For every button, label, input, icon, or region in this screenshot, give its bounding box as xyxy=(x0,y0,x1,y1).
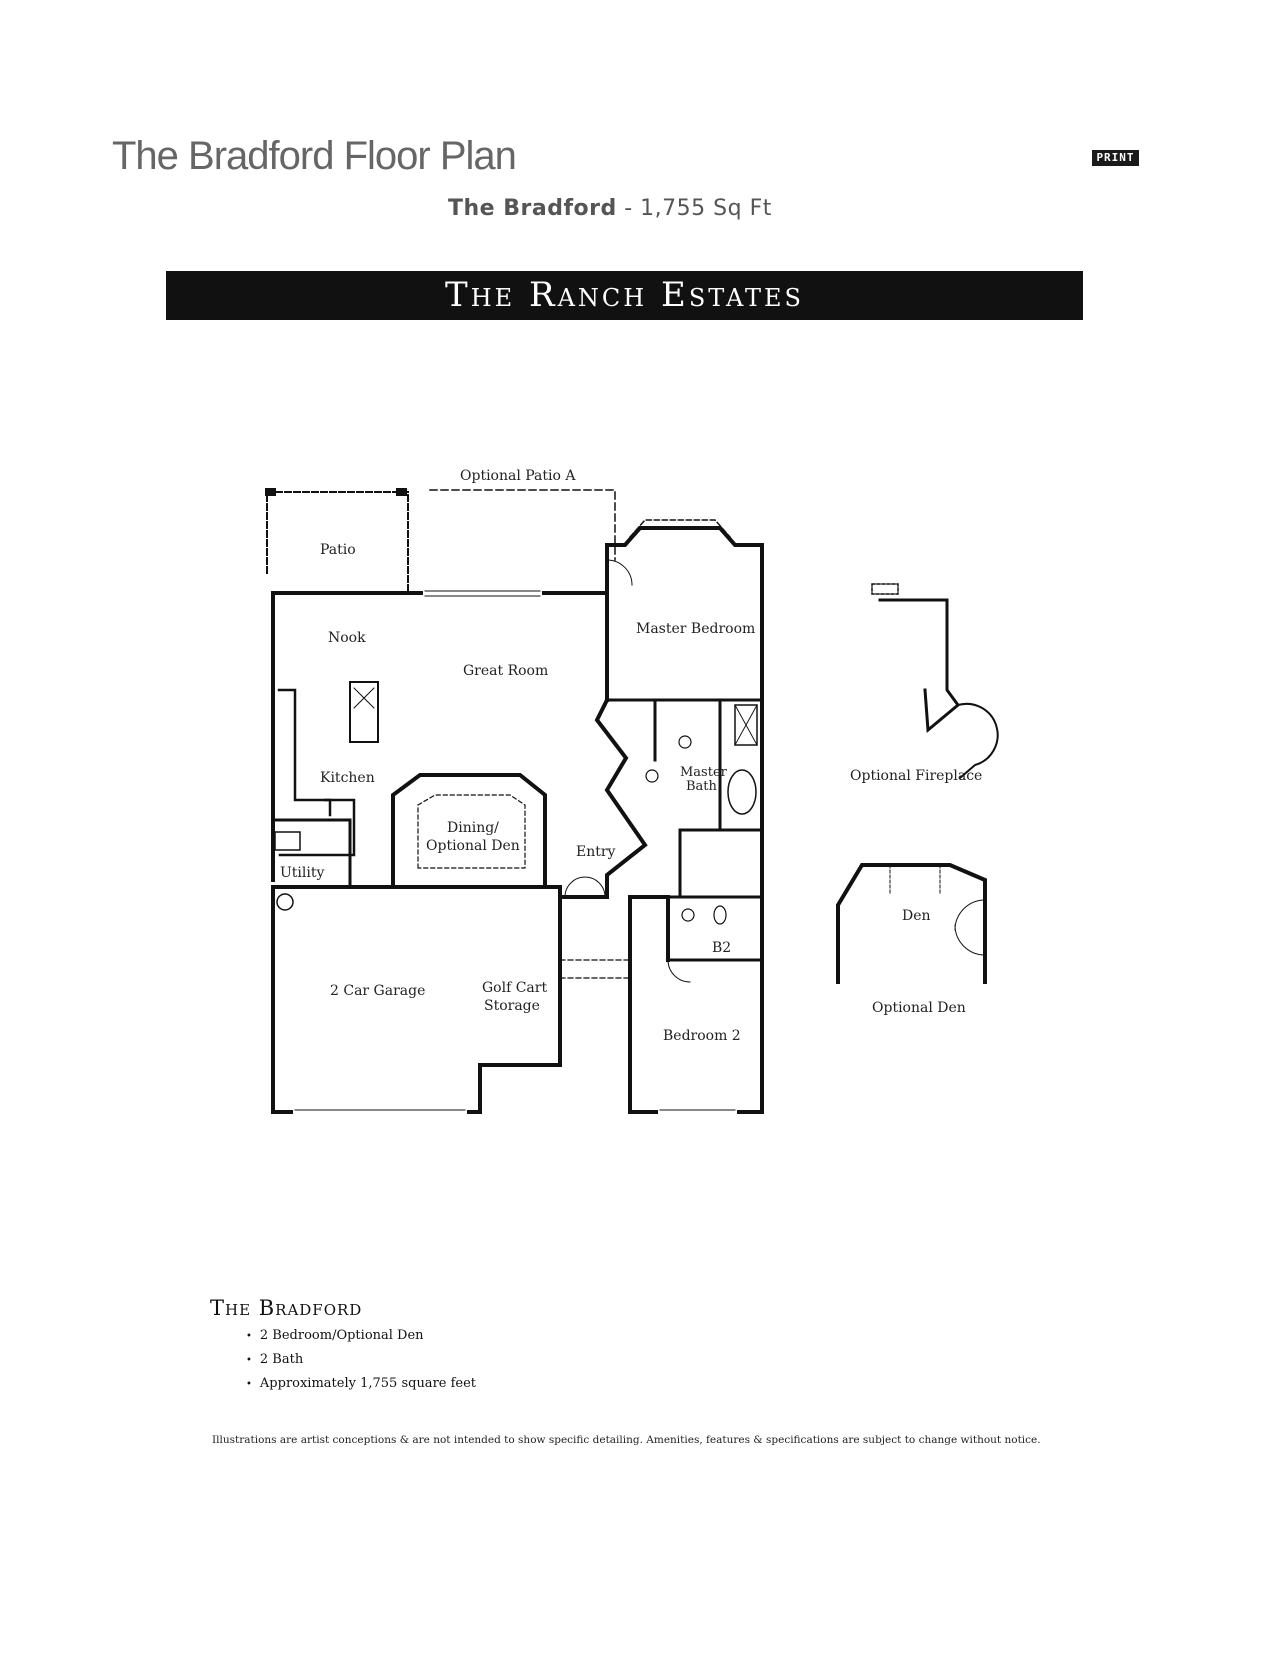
master-sink xyxy=(645,769,659,783)
label-optional-den: Optional Den xyxy=(872,1000,966,1016)
plan-area: - 1,755 Sq Ft xyxy=(616,196,772,221)
den-door-swing xyxy=(954,899,986,956)
master-bay-window xyxy=(628,519,732,539)
kitchen-island xyxy=(349,681,379,743)
label-great-room: Great Room xyxy=(463,663,548,679)
kitchen-counter xyxy=(277,688,332,817)
label-nook: Nook xyxy=(328,630,366,646)
fireplace-hearth xyxy=(956,702,999,780)
plan-name: The Bradford xyxy=(448,196,617,221)
water-heater xyxy=(276,893,294,911)
fireplace-cap xyxy=(871,583,899,595)
label-kitchen: Kitchen xyxy=(320,770,375,786)
b2-bath-walls xyxy=(666,895,764,962)
feature-item: Approximately 1,755 square feet xyxy=(246,1374,476,1398)
page-title: The Bradford Floor Plan xyxy=(112,134,517,178)
patio-post xyxy=(396,488,407,496)
label-optional-patio: Optional Patio A xyxy=(460,468,576,484)
label-utility: Utility xyxy=(280,865,324,881)
den-closet-doors xyxy=(889,864,941,896)
b2-sink xyxy=(681,908,695,922)
utility-appliance xyxy=(274,831,301,851)
master-tub xyxy=(727,769,757,815)
label-master-bath-1: Master xyxy=(680,765,728,780)
label-golf-cart-1: Golf Cart xyxy=(482,980,547,996)
shower-line xyxy=(734,704,758,746)
bedroom-2-door-swing xyxy=(667,959,691,983)
entry-door-swing xyxy=(564,876,606,898)
feature-item: 2 Bath xyxy=(246,1350,476,1374)
bedroom-2-walls xyxy=(628,895,764,1114)
feature-item: 2 Bedroom/Optional Den xyxy=(246,1326,476,1350)
b2-toilet xyxy=(713,905,727,925)
label-dining-2: Optional Den xyxy=(426,838,520,854)
garage-walls xyxy=(271,885,562,1114)
plan-subtitle: The Bradford - 1,755 Sq Ft xyxy=(448,196,772,221)
master-door-swing xyxy=(606,559,633,586)
island-sink-line xyxy=(353,687,375,709)
feature-list: 2 Bedroom/Optional Den 2 Bath Approximat… xyxy=(246,1326,476,1398)
master-sink xyxy=(678,735,692,749)
disclaimer: Illustrations are artist conceptions & a… xyxy=(212,1434,1041,1446)
label-garage: 2 Car Garage xyxy=(330,983,425,999)
fireplace-walls xyxy=(878,598,961,734)
label-b2: B2 xyxy=(712,940,731,956)
label-golf-cart-2: Storage xyxy=(484,998,540,1014)
master-bath-closet xyxy=(678,828,764,899)
master-shower xyxy=(734,704,758,746)
entry-walkway xyxy=(559,959,631,979)
label-entry: Entry xyxy=(576,844,616,860)
optional-patio-outline xyxy=(429,489,616,561)
label-bedroom-2: Bedroom 2 xyxy=(663,1028,741,1044)
label-master-bath-2: Bath xyxy=(686,779,718,794)
print-button[interactable]: PRINT xyxy=(1092,150,1139,166)
label-den: Den xyxy=(902,908,931,924)
dining-room-walls xyxy=(391,773,547,887)
utility-walls xyxy=(271,818,352,887)
dining-room-inner xyxy=(417,794,526,869)
kitchen-counter-pantry xyxy=(278,798,356,857)
community-banner: The Ranch Estates xyxy=(166,271,1083,320)
label-patio: Patio xyxy=(320,542,356,558)
label-optional-fireplace: Optional Fireplace xyxy=(850,768,982,784)
patio-outline xyxy=(266,491,409,593)
label-master-bedroom: Master Bedroom xyxy=(636,621,755,637)
label-dining-1: Dining/ xyxy=(447,820,499,836)
optional-den-walls xyxy=(836,863,987,984)
patio-post xyxy=(265,488,276,496)
master-bedroom-walls xyxy=(605,526,764,1114)
plan-details-heading: The Bradford xyxy=(210,1296,363,1320)
